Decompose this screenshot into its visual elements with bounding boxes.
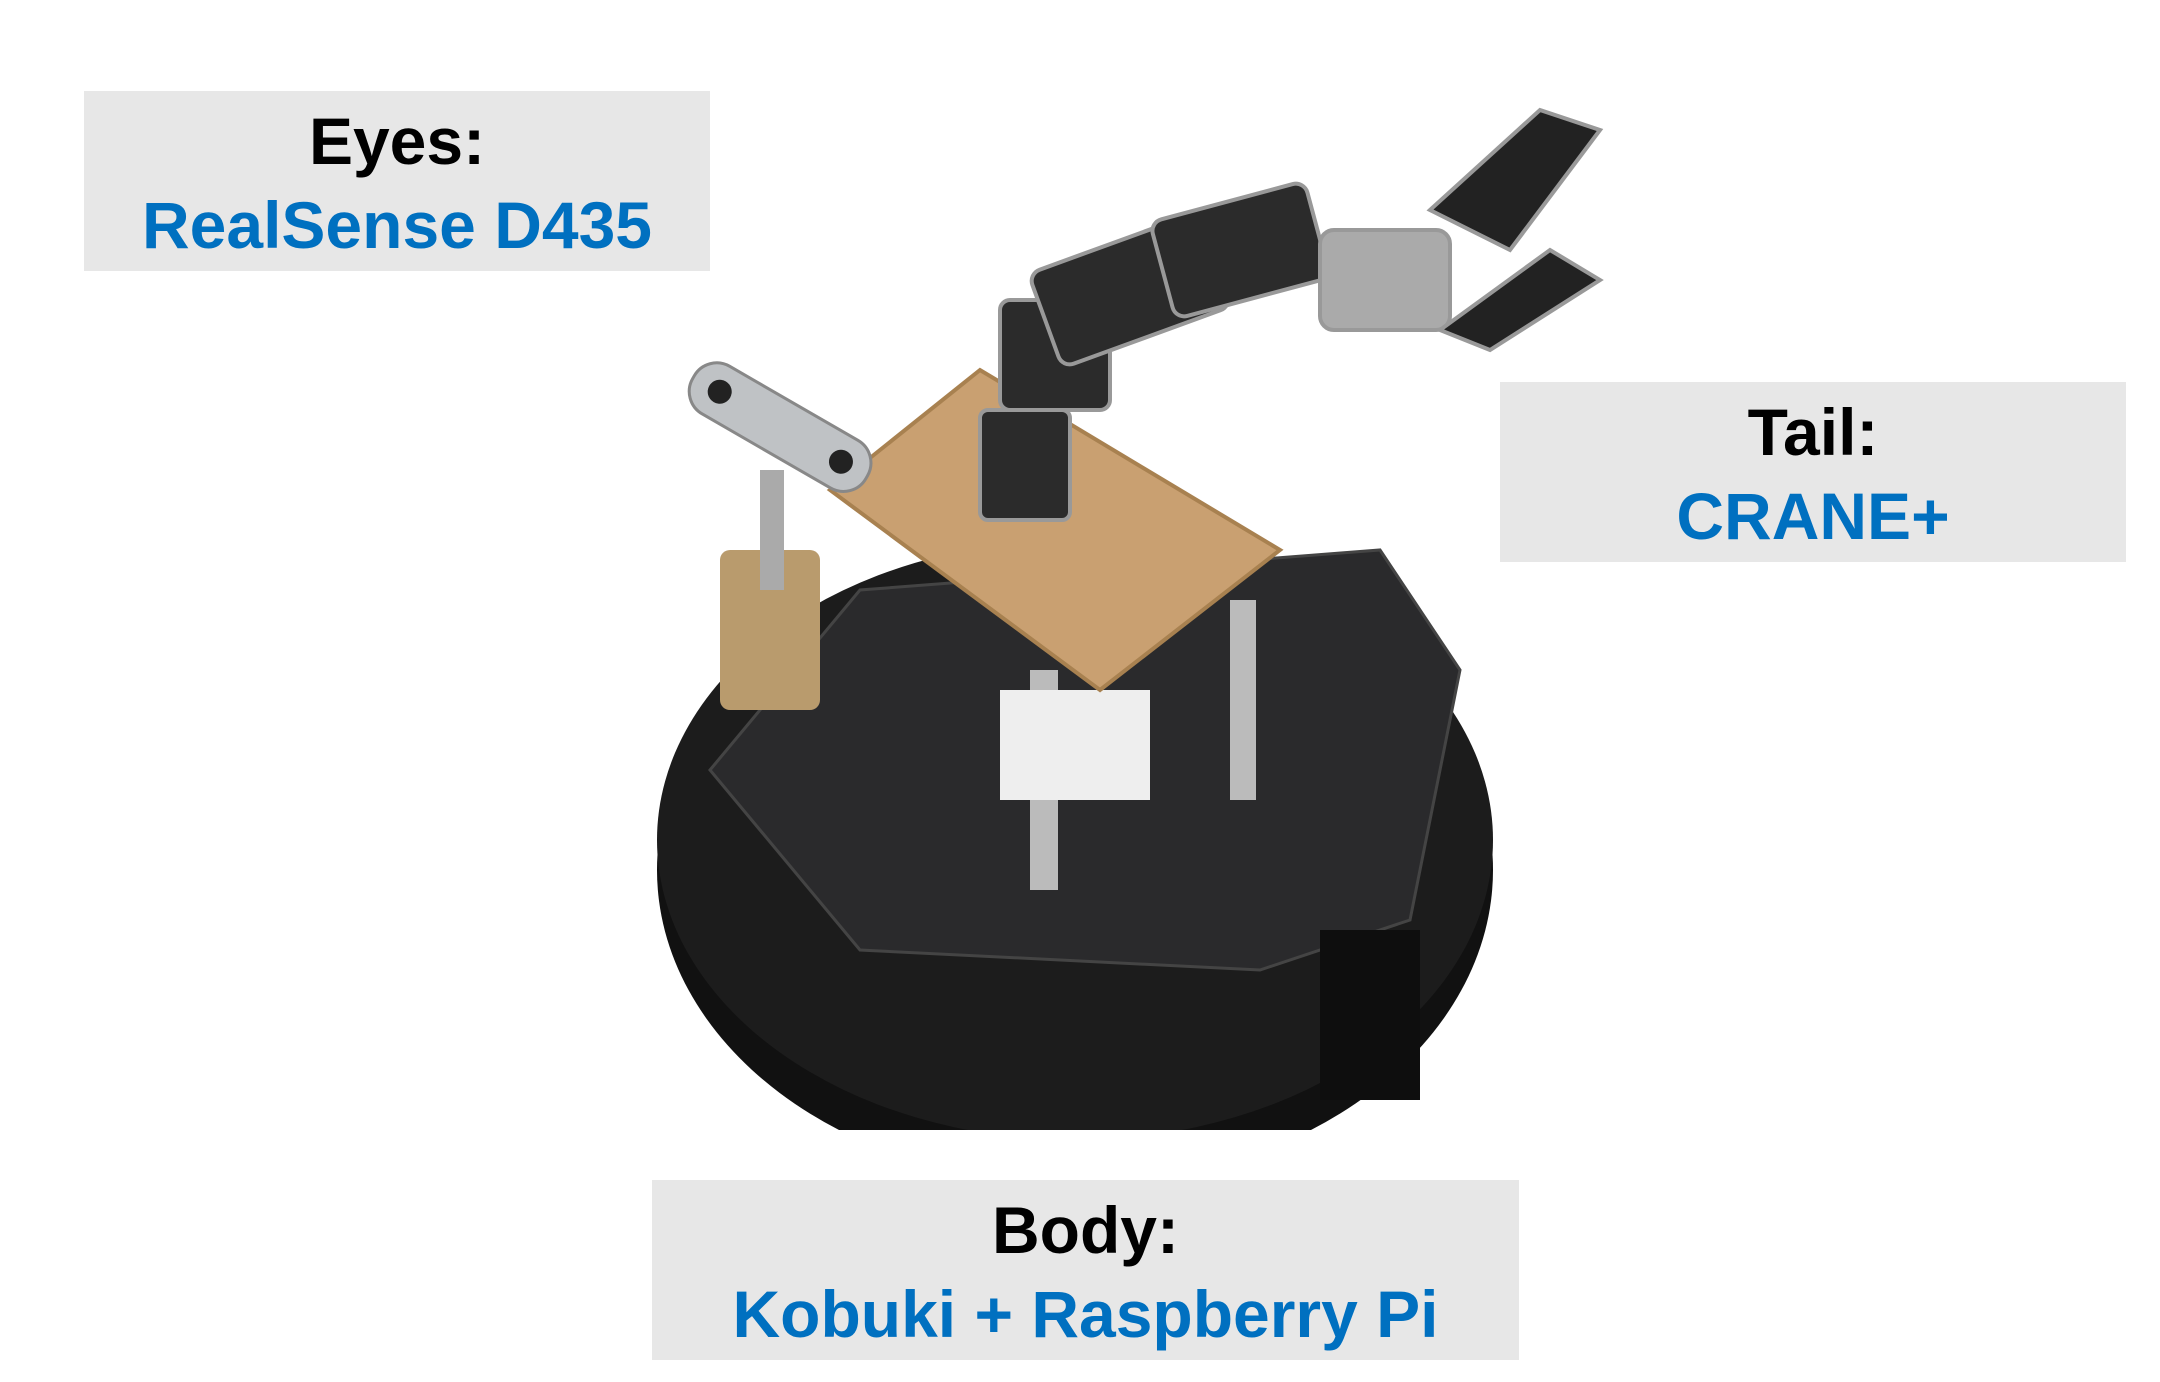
tail-title: Tail: [1747, 395, 1879, 469]
tail-label-box: Tail: CRANE+ [1500, 382, 2126, 562]
mount-table [826, 367, 1284, 890]
eyes-label-box: Eyes: RealSense D435 [84, 91, 710, 271]
eyes-value: RealSense D435 [142, 188, 652, 262]
eyes-title: Eyes: [308, 104, 486, 178]
crane-arm [978, 107, 1604, 522]
realsense-camera [687, 361, 873, 710]
tail-value: CRANE+ [1676, 479, 1950, 553]
body-label-box: Body: Kobuki + Raspberry Pi [652, 1180, 1519, 1360]
body-value: Kobuki + Raspberry Pi [732, 1277, 1439, 1351]
body-title: Body: [992, 1193, 1179, 1267]
robot-photo [657, 107, 1604, 1130]
